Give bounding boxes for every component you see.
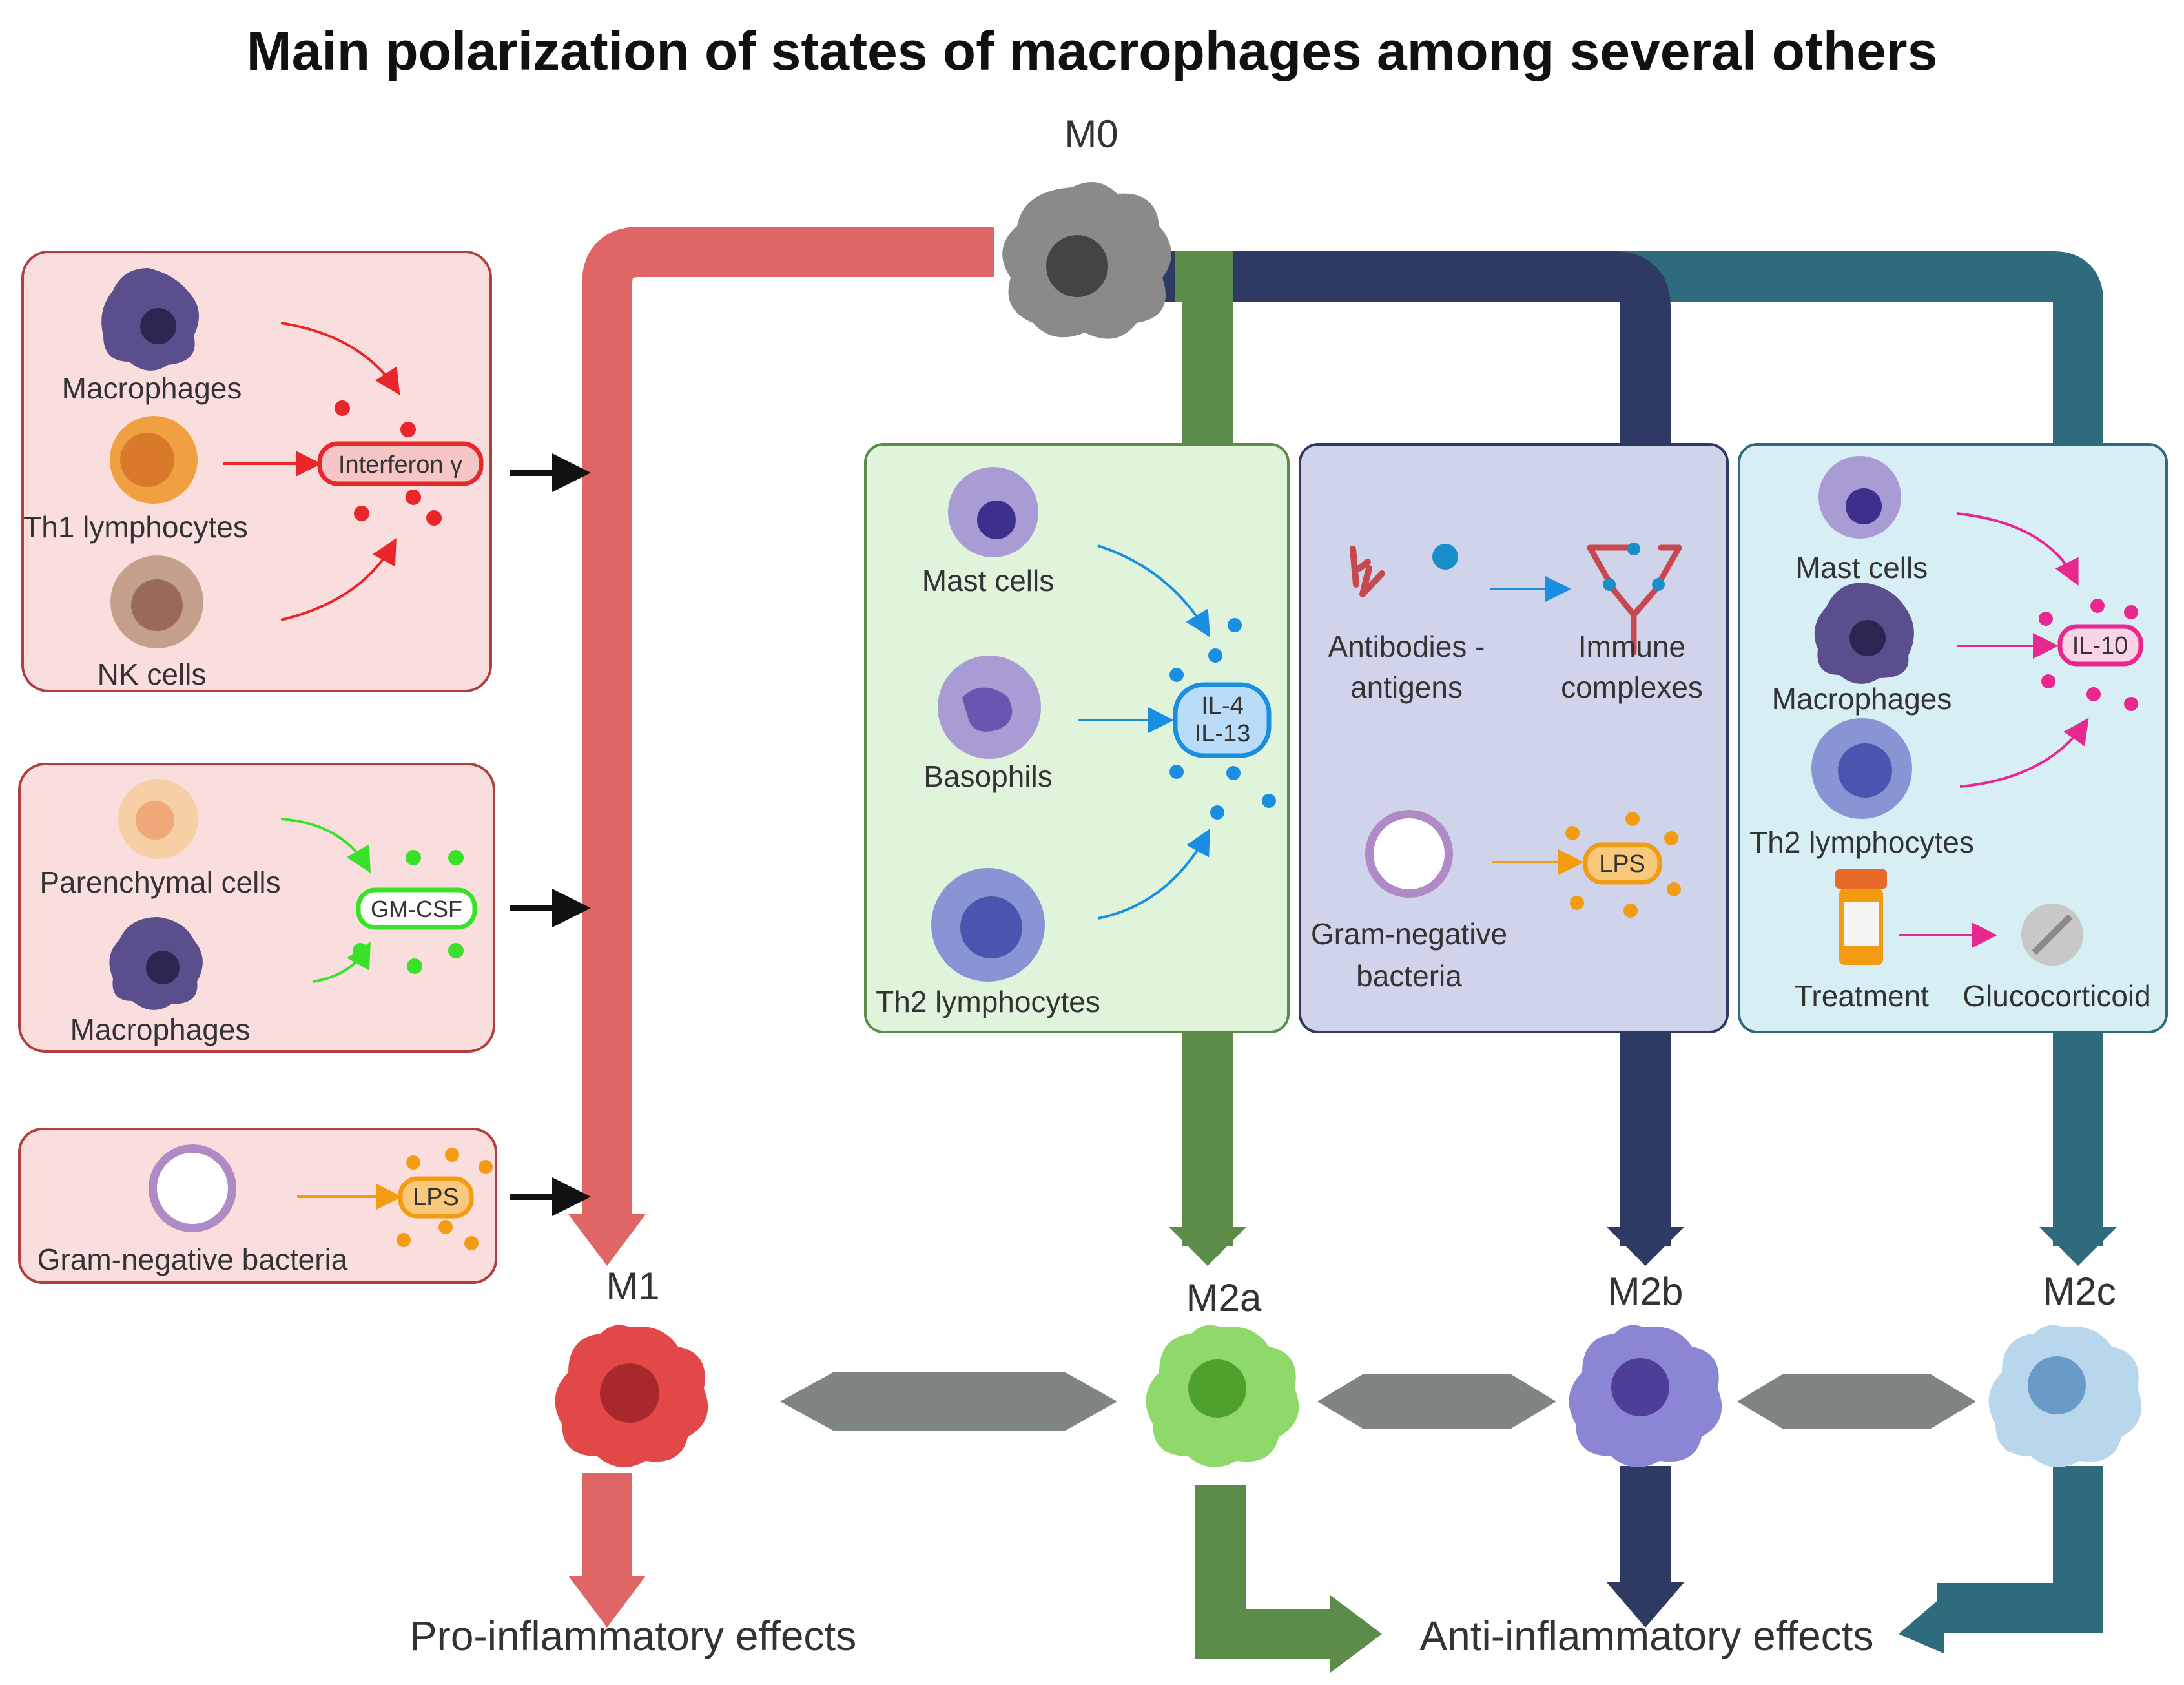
m2a-source-1: Mast cells [922,564,1054,597]
m2b-product-1-line1: Immune [1578,630,1685,663]
m2a-label: M2a [1186,1276,1262,1319]
interferon-cytokine: Interferon γ [338,451,462,479]
th1-cell-icon [110,416,198,504]
macrophage-cell-icon [1814,583,1914,684]
m2c-label: M2c [2043,1270,2116,1313]
connector-m2b-m2c [1737,1374,1976,1429]
pill-bottle-icon [1835,869,1887,965]
panel-m2a: Mast cells Basophils Th2 lymphocytes IL-… [864,443,1290,1033]
m1-cell: M1 [555,1265,708,1467]
lps-m1-dots [397,1148,493,1250]
basophil-icon [938,656,1041,759]
m0-cell: M0 [1002,112,1171,339]
interferon-dots [335,400,442,526]
gmcsf-source-1: Parenchymal cells [39,865,280,899]
il4-dots [1169,618,1276,820]
m2b-source-2-line1: Gram-negative [1311,917,1507,951]
macrophage-cell-icon [109,917,203,1010]
panel-gmcsf: Parenchymal cells Macrophages GM-CSF [18,763,591,1053]
bacteria-icon [149,1144,236,1232]
nk-cell-icon [110,555,203,648]
immune-complex-antigens [1603,543,1665,591]
glucocorticoid-pill-icon [2021,904,2083,966]
diagram-title: Main polarization of states of macrophag… [247,21,1938,81]
m2b-source-1-line2: antigens [1350,670,1463,704]
m1-label: M1 [606,1265,659,1308]
antibody-icon [1350,546,1385,597]
pathway-m2b [1162,251,1684,1628]
interferon-source-2: Th1 lymphocytes [23,510,248,544]
macrophage-cell-icon [101,268,199,371]
m0-label: M0 [1064,112,1118,156]
m2a-cell: M2a [1146,1276,1299,1467]
m2c-glucocorticoid: Glucocorticoid [1963,979,2150,1013]
connector-m2a-m2b [1317,1374,1556,1429]
bacteria-icon [1365,810,1453,898]
panel-m2b: Antibodies - antigens Immune complexes G… [1299,443,1729,1033]
lps-m1-cytokine: LPS [413,1184,459,1211]
lps-m2b-dots [1565,812,1681,918]
m2c-cytokine: IL-10 [2072,632,2128,659]
anti-inflammatory-label: Anti-inflammatory effects [1419,1613,1873,1659]
m2b-cell: M2b [1569,1270,1722,1467]
il10-dots [2039,599,2138,711]
th2-cell-icon [931,868,1045,982]
pro-inflammatory-label: Pro-inflammatory effects [409,1613,856,1659]
m2c-source-3: Th2 lymphocytes [1749,825,1974,859]
gmcsf-cytokine: GM-CSF [371,896,462,922]
interferon-source-1: Macrophages [62,371,242,405]
m2b-label: M2b [1608,1270,1684,1313]
antigen-icon [1432,544,1458,570]
parenchymal-cell-icon [118,779,198,859]
m2b-source-2-line2: bacteria [1356,959,1462,993]
pathway-m2c [1137,251,2117,1653]
m2c-source-2: Macrophages [1772,682,1952,716]
panel-lps-m1: Gram-negative bacteria LPS [18,1128,591,1284]
panel-m2c: Mast cells Macrophages Th2 lymphocytes I… [1738,443,2168,1033]
m2a-cytokine-il4: IL-4 [1201,692,1243,719]
m2c-treatment: Treatment [1795,979,1929,1013]
m2b-source-1-line1: Antibodies - [1328,630,1485,663]
m2a-cytokine-il13: IL-13 [1195,720,1251,747]
m2b-product-1-line2: complexes [1561,670,1703,704]
m2a-source-2: Basophils [923,760,1052,793]
mast-cell-icon [948,467,1038,557]
interferon-source-3: NK cells [98,657,207,691]
gmcsf-source-2: Macrophages [70,1013,251,1046]
m2c-cell: M2c [1988,1270,2142,1467]
connector-m1-m2a [780,1372,1117,1431]
m2a-source-3: Th2 lymphocytes [876,985,1100,1018]
mast-cell-icon [1818,456,1901,539]
gmcsf-dots [353,850,464,974]
lps-m1-source: Gram-negative bacteria [37,1243,348,1276]
th2-cell-icon [1811,718,1912,819]
panel-interferon: Macrophages Th1 lymphocytes NK cells Int… [21,251,591,692]
m2b-product-2: LPS [1599,851,1645,878]
pathway-m1 [568,227,994,1628]
m2c-source-1: Mast cells [1796,551,1928,584]
